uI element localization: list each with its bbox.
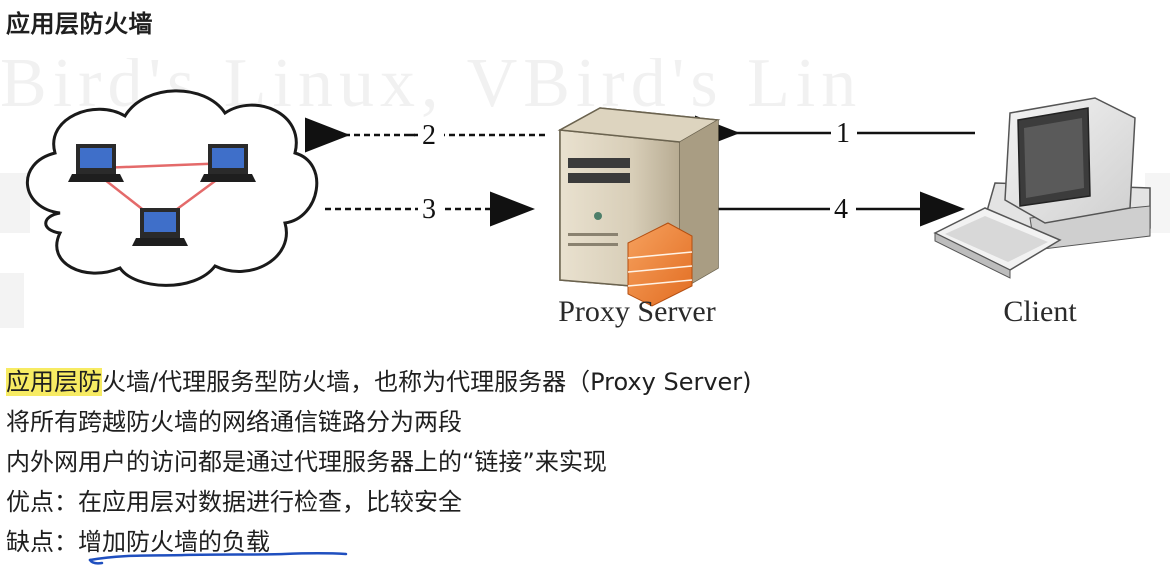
client-computer-icon (933, 97, 1151, 279)
arrow-4: 4 (718, 191, 965, 227)
line-access: 内外网用户的访问都是通过代理服务器上的“链接”来实现 (6, 448, 607, 476)
line-split: 将所有跨越防火墙的网络通信链路分为两段 (6, 408, 462, 436)
highlighted-text: 应用层防 (6, 368, 102, 396)
handwritten-underline (88, 552, 348, 565)
proxy-server-label: Proxy Server (558, 295, 715, 328)
description-lines: 应用层防火墙/代理服务型防火墙，也称为代理服务器（Proxy Server) 将… (6, 362, 1156, 562)
cloud-network-icon (26, 89, 319, 287)
arrow-2: 2 (305, 117, 545, 153)
arrow-1: 1 (695, 115, 975, 151)
line-definition-rest: 火墙/代理服务型防火墙，也称为代理服务器（Proxy Server) (102, 368, 752, 396)
line-disadvantage: 缺点：增加防火墙的负载 (6, 522, 1156, 562)
line-advantage: 优点：在应用层对数据进行检查，比较安全 (6, 488, 462, 516)
arrow-3-label: 3 (422, 194, 436, 225)
line-definition: 应用层防火墙/代理服务型防火墙，也称为代理服务器（Proxy Server) (6, 362, 1156, 402)
proxy-firewall-diagram: Bird's Linux, VBird's Lin (0, 58, 1170, 343)
disadvantage-prefix: 缺点： (6, 528, 78, 556)
arrow-2-label: 2 (422, 120, 436, 151)
arrow-1-label: 1 (836, 118, 850, 149)
proxy-server-icon (557, 107, 721, 307)
arrow-3: 3 (325, 191, 535, 227)
client-label: Client (1003, 295, 1077, 328)
firewall-brick-icon (627, 222, 693, 307)
disadvantage-text: 增加防火墙的负载 (78, 528, 270, 556)
arrow-4-label: 4 (834, 194, 848, 225)
page-title: 应用层防火墙 (6, 10, 153, 38)
